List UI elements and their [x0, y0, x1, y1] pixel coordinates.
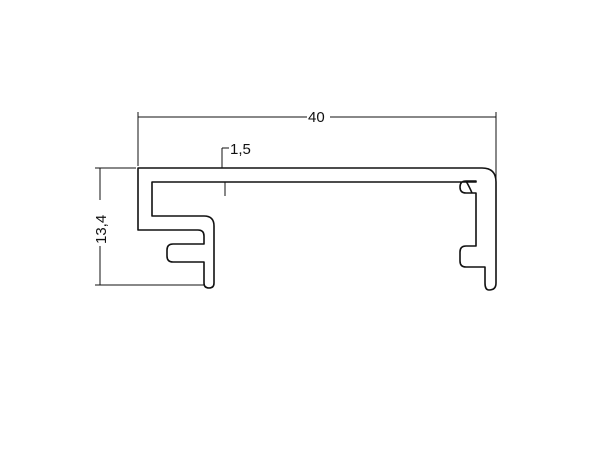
profile-outline [137, 167, 497, 291]
height-dimension-label: 13,4 [93, 215, 110, 244]
thickness-dimension-label: 1,5 [230, 141, 251, 158]
width-dimension-label: 40 [308, 109, 325, 126]
profile-slot-detail [465, 180, 473, 194]
